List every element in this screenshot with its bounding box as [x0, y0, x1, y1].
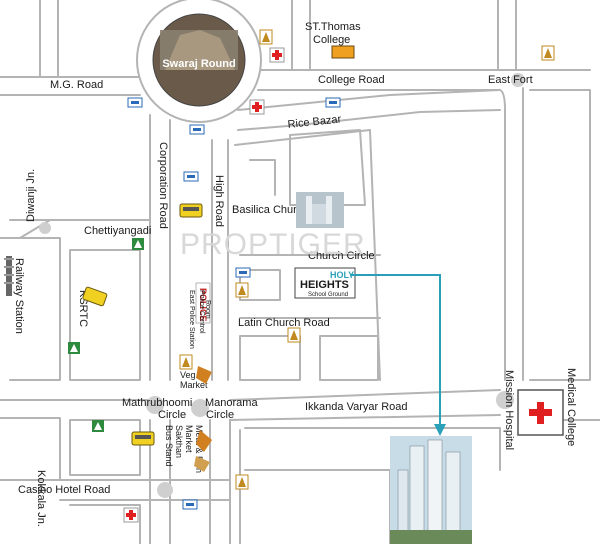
label-church-circle: Church Circle [308, 250, 375, 262]
temple-icon [259, 29, 273, 45]
hospital-cross-icon [123, 507, 139, 523]
place-labels: ST.Thomas College Railway Station KSRTC … [13, 21, 577, 473]
bus-icon [82, 286, 108, 307]
road-top-mid-vertical [291, 0, 311, 71]
label-police-3: East Police Station [188, 290, 195, 349]
label-east-fort: East Fort [488, 74, 533, 86]
road-rice-bazar [237, 89, 501, 131]
label-diwanji-jn: Diwanji Jn. [25, 169, 37, 222]
hospital-cross-icon [269, 47, 285, 63]
map-icons [4, 20, 564, 523]
label-meat-fish-2: Market [184, 425, 194, 453]
label-st-thomas-2: College [313, 34, 350, 46]
college-icon [331, 45, 355, 59]
label-medical-college: Medical College [565, 368, 577, 446]
label-st-thomas-1: ST.Thomas [305, 21, 361, 33]
label-ikkanda-varyar-road: Ikkanda Varyar Road [305, 401, 408, 413]
label-sakthan-2: Bus Stand [164, 425, 174, 467]
road-latin-church [239, 317, 381, 381]
swaraj-round: Swaraj Round [136, 0, 262, 123]
temple-icon [235, 474, 249, 490]
atm-icon [183, 171, 199, 182]
label-college-road: College Road [318, 74, 385, 86]
label-mathrubhoomi-2: Circle [158, 409, 186, 421]
road-ikkanda-varyar [229, 389, 501, 421]
road-college-road [257, 69, 591, 91]
market-icon [196, 430, 212, 452]
road-bottom-verticals [149, 419, 231, 544]
church-icon [68, 342, 80, 354]
logo-line1: HOLY [330, 270, 354, 280]
label-high-road: High Road [213, 175, 225, 227]
market-icon [194, 456, 210, 472]
label-sakthan-1: Sakthan [174, 425, 184, 458]
basilica-church-image [296, 192, 344, 228]
logo-line2: HEIGHTS [300, 279, 349, 291]
label-veg-market-2: Market [180, 380, 208, 390]
church-icon [132, 238, 144, 250]
bus-icon [131, 431, 155, 446]
label-mission-hospital: Mission Hospital [503, 370, 515, 450]
logo-line3: School Ground [308, 292, 348, 298]
label-mathrubhoomi-1: Mathrubhoomi [122, 397, 192, 409]
hospital-cross-icon [249, 99, 265, 115]
train-icon [4, 256, 14, 296]
label-chettiyangadi: Chettiyangadi [84, 225, 151, 237]
road-casino-hotel [59, 479, 231, 501]
atm-icon [127, 97, 143, 108]
road-top-right-vertical [497, 0, 517, 71]
label-meat-fish-1: Meat & Fish [194, 425, 204, 473]
label-police: POLICE [198, 288, 208, 322]
label-police-1: Police Control [198, 290, 205, 334]
atm-icon [182, 499, 198, 510]
road-corporation-road [149, 114, 171, 381]
market-icon [196, 366, 212, 384]
label-latin-church-road: Latin Church Road [238, 317, 330, 329]
church-icon [92, 420, 104, 432]
road-mg-road [0, 76, 141, 96]
road-high-road [211, 139, 229, 381]
road-left-boxes [69, 249, 141, 544]
label-kokkala-jn: Kokkala Jn. [35, 470, 47, 527]
label-casino-hotel-road: Casino Hotel Road [18, 484, 110, 496]
temple-icon [287, 327, 301, 343]
road-bottom-left [0, 399, 151, 481]
label-rice-bazar: Rice Bazar [287, 113, 342, 131]
church-icon [325, 20, 337, 32]
watermark: PROPTIGER [180, 228, 366, 261]
swaraj-round-label: Swaraj Round [162, 58, 235, 70]
junction-circles [39, 73, 525, 498]
temple-icon [179, 354, 193, 370]
label-corporation-road: Corporation Road [157, 142, 169, 229]
road-east-fort [499, 87, 524, 381]
route-arrow [350, 274, 446, 436]
road-top-left-vertical [39, 0, 59, 78]
label-manorama-1: Manorama [205, 397, 258, 409]
label-police-2: Room [204, 300, 211, 319]
project-building-image [390, 436, 472, 544]
label-veg-market-1: Veg. [180, 370, 198, 380]
medical-college-icon [517, 389, 564, 436]
road-right-blocks [239, 89, 600, 544]
project-logo: HOLY HEIGHTS School Ground [294, 267, 356, 299]
temple-icon [235, 282, 249, 298]
temple-icon [541, 45, 555, 61]
label-mg-road: M.G. Road [50, 79, 103, 91]
road-basilica-block [234, 129, 381, 381]
bus-icon [179, 203, 203, 218]
atm-icon [235, 267, 251, 278]
label-railway-station: Railway Station [13, 258, 25, 334]
road-diwanji-diagonal [9, 219, 151, 381]
atm-icon [325, 97, 341, 108]
road-inner-block [319, 335, 379, 381]
label-manorama-2: Circle [206, 409, 234, 421]
atm-icon [189, 124, 205, 135]
